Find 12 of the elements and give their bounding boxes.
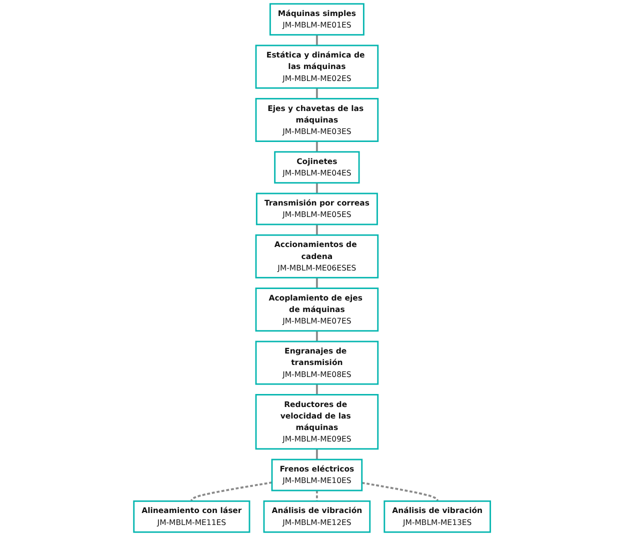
connector xyxy=(316,224,318,236)
connector xyxy=(316,448,318,460)
connector xyxy=(191,482,273,502)
connector xyxy=(316,88,318,99)
connector xyxy=(362,482,439,502)
connector xyxy=(316,182,318,194)
connector xyxy=(316,141,318,152)
connector xyxy=(316,34,318,46)
connector xyxy=(316,278,318,288)
connector xyxy=(316,330,318,342)
connector xyxy=(316,490,318,502)
connector xyxy=(316,384,318,395)
